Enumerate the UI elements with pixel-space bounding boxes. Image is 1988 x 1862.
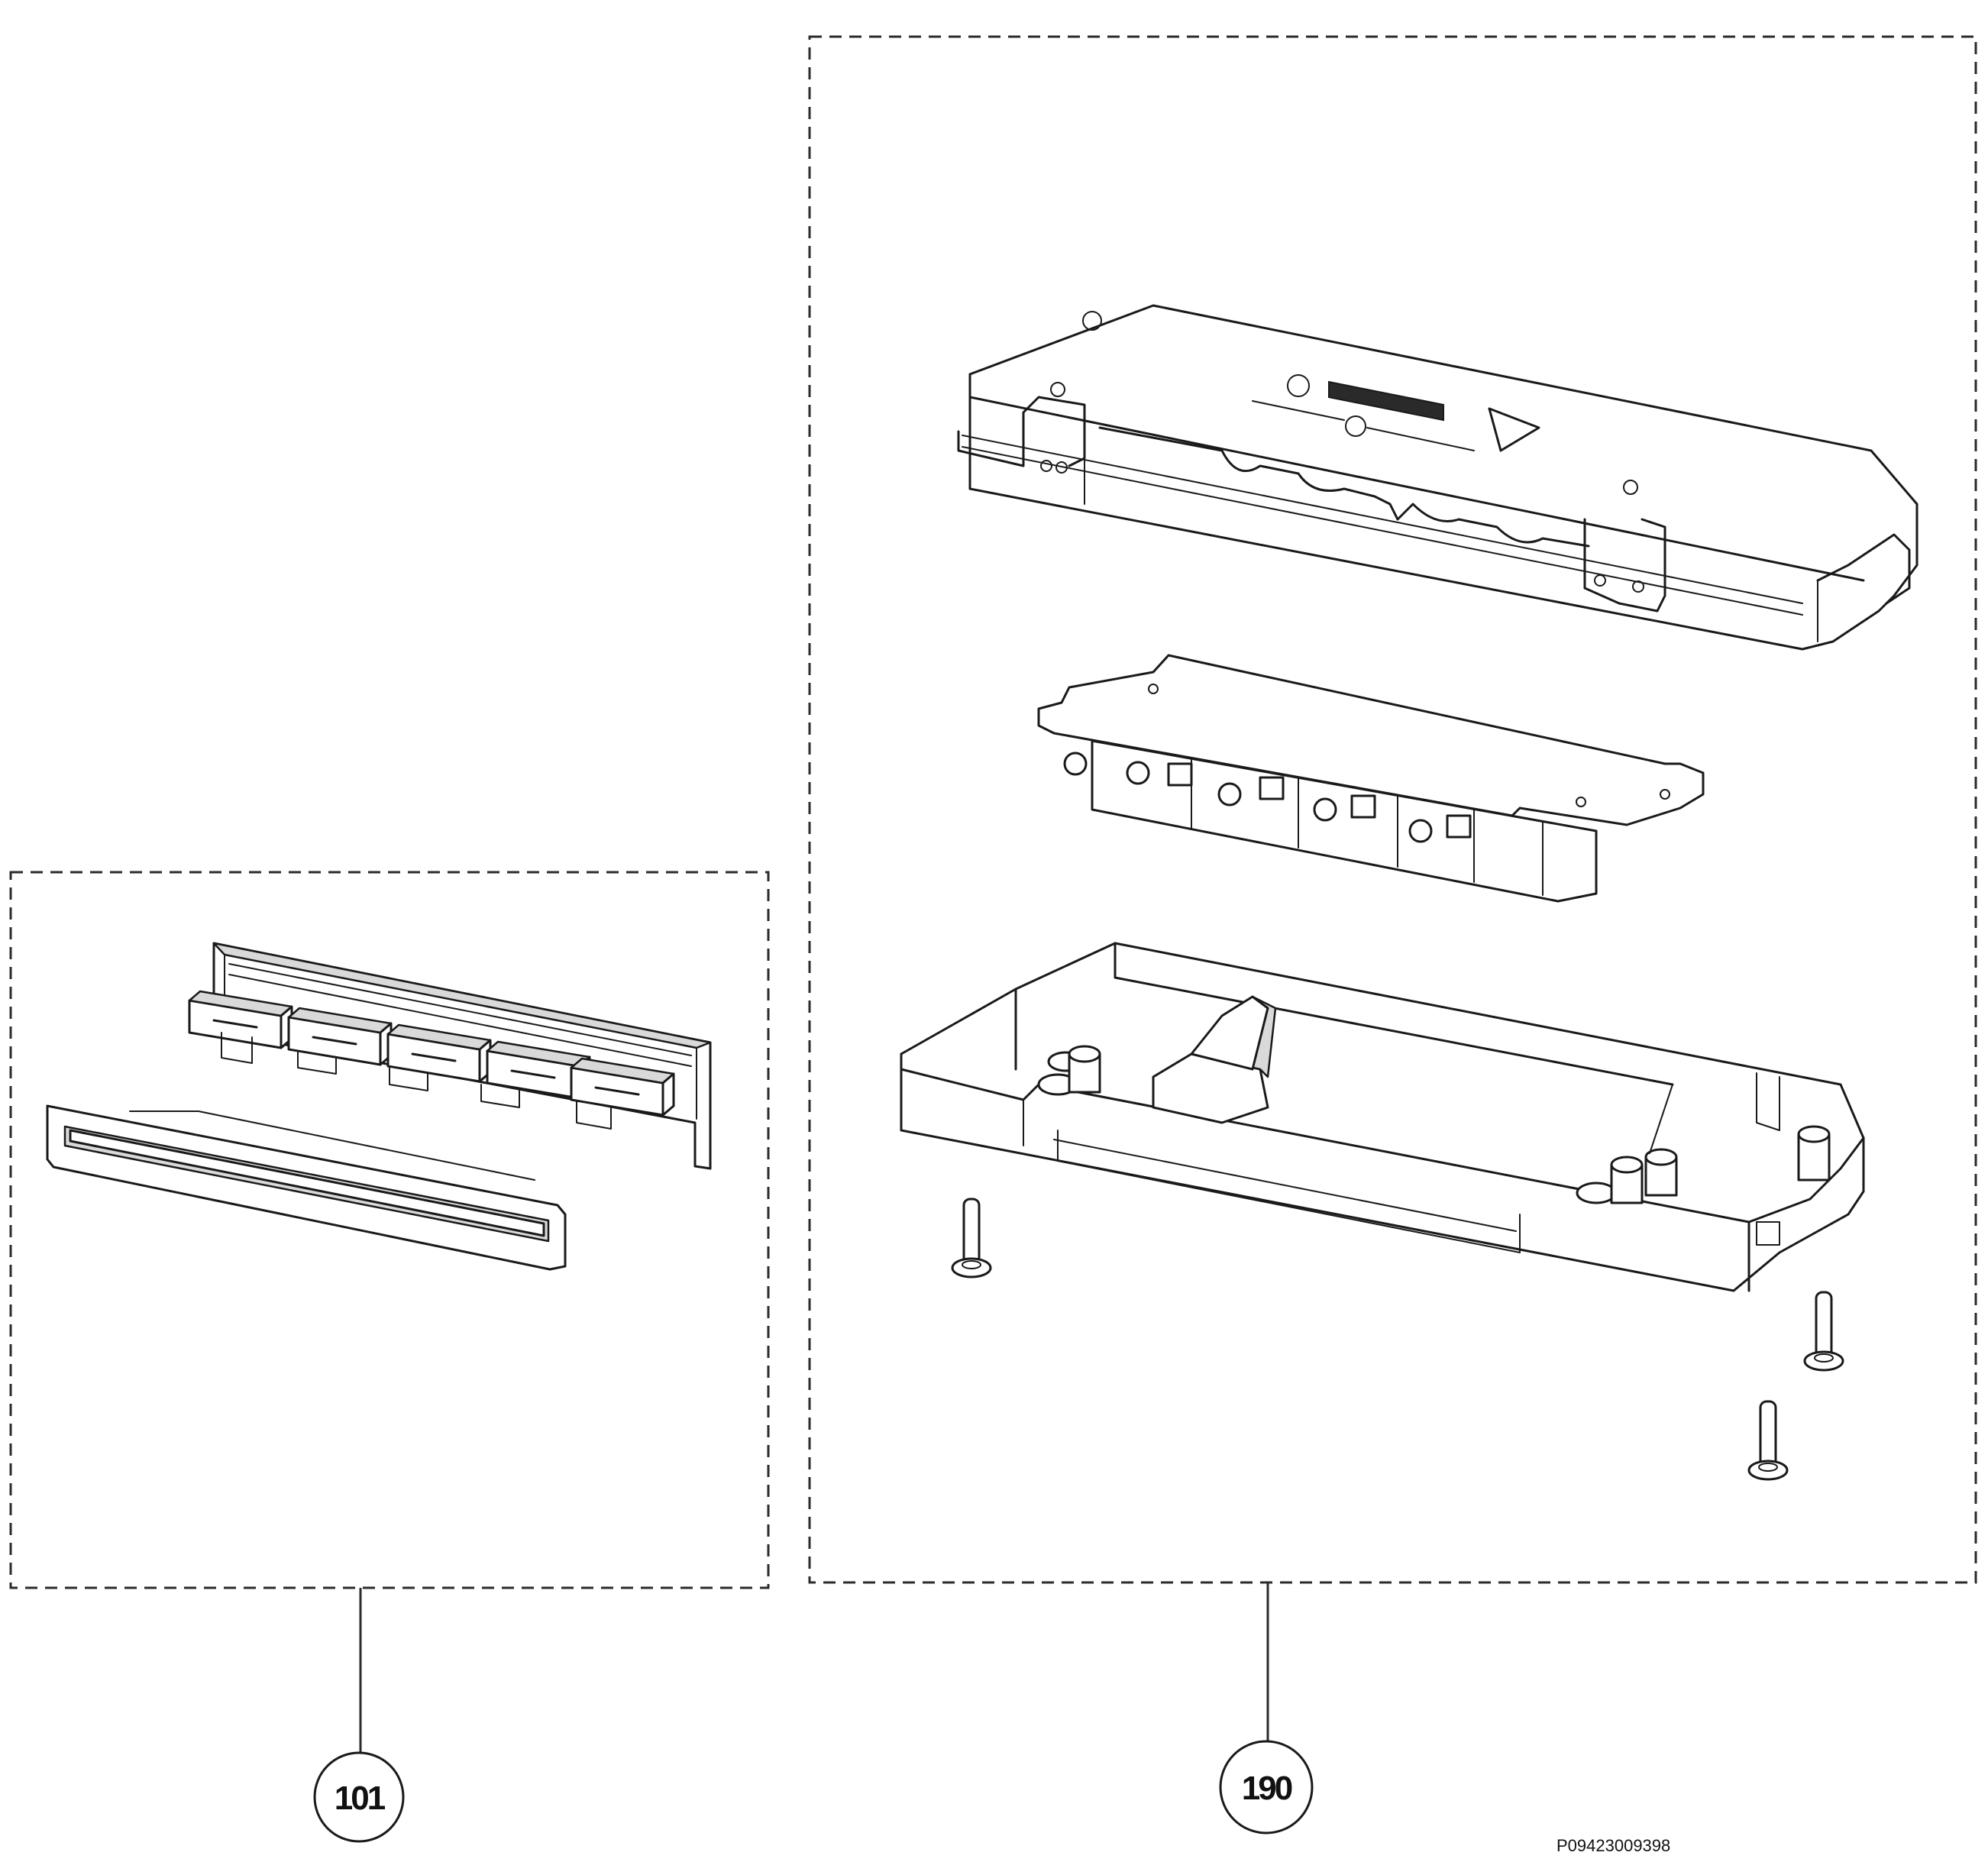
screw-2 <box>1803 1291 1844 1372</box>
top-cover <box>957 304 1919 651</box>
callout-190: 190 <box>1219 1582 1314 1835</box>
cover-right-clip <box>1583 518 1911 642</box>
bottom-housing <box>900 942 1865 1292</box>
board-switches <box>1063 752 1472 843</box>
cover-label <box>1252 374 1540 452</box>
cover-left-clip <box>957 396 1086 505</box>
button-keys <box>188 990 675 1117</box>
callout-101: 101 <box>313 1588 405 1843</box>
group-101-boundary <box>9 871 770 1589</box>
button-module <box>188 942 712 1170</box>
housing-posts <box>1037 1045 1831 1204</box>
group-101 <box>9 871 770 1589</box>
group-190-boundary <box>808 35 1977 1584</box>
callout-190-label: 190 <box>1242 1770 1292 1807</box>
button-tabs <box>221 1032 612 1130</box>
screw-1 <box>951 1198 992 1279</box>
screw-3 <box>1747 1400 1789 1481</box>
circuit-board <box>1037 654 1705 903</box>
group-190 <box>808 35 1977 1584</box>
screws <box>951 1198 1844 1481</box>
front-bezel <box>46 1104 567 1271</box>
callout-101-label: 101 <box>335 1780 386 1817</box>
reference-code: P09423009398 <box>1556 1836 1670 1855</box>
